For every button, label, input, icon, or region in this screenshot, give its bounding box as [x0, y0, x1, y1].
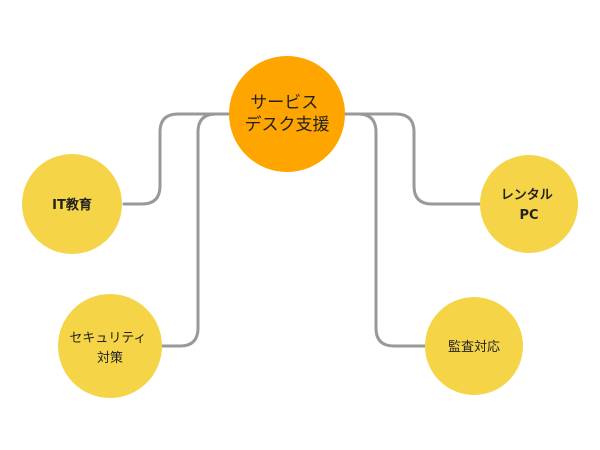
node-security[interactable]: セキュリティ 対策	[58, 294, 162, 398]
center-node-circle	[229, 56, 345, 172]
node-it-education-circle	[22, 154, 122, 254]
center-node-label-line-2: デスク支援	[245, 114, 330, 135]
node-it-education-label: IT教育	[52, 197, 92, 213]
center-node-label-line-1: サービス	[250, 93, 318, 113]
connector-rental-pc	[338, 112, 482, 206]
node-it-education-label-line-1: IT教育	[52, 197, 92, 213]
connector-security	[160, 112, 236, 348]
node-rental-pc-label: レンタル PC	[501, 188, 558, 223]
node-rental-pc-label-line-1: レンタル	[501, 188, 553, 203]
node-rental-pc-label-line-2: PC	[519, 208, 538, 223]
connector-it-education	[122, 112, 236, 206]
connectors	[122, 112, 482, 348]
node-audit-circle	[425, 297, 523, 395]
node-security-circle	[58, 294, 162, 398]
node-audit-label-line-1: 監査対応	[448, 339, 500, 355]
center-node-label: サービス デスク支援	[245, 93, 330, 135]
node-rental-pc[interactable]: レンタル PC	[480, 155, 578, 253]
node-security-label-line-1: セキュリティ	[69, 331, 146, 346]
center-node[interactable]: サービス デスク支援	[229, 56, 345, 172]
connector-audit	[338, 112, 427, 348]
node-audit[interactable]: 監査対応	[425, 297, 523, 395]
node-audit-label: 監査対応	[448, 339, 500, 355]
node-rental-pc-circle	[480, 155, 578, 253]
node-it-education[interactable]: IT教育	[22, 154, 122, 254]
node-security-label-line-2: 対策	[97, 350, 123, 366]
node-security-label: セキュリティ 対策	[69, 331, 150, 366]
